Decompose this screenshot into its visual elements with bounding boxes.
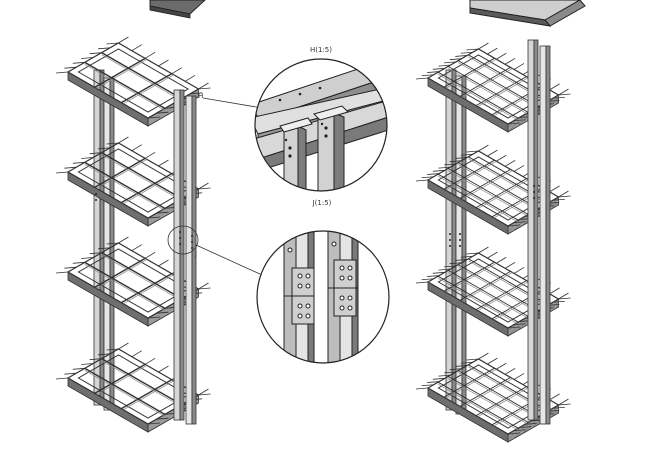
left-platform-1 — [55, 36, 211, 127]
bolt-icon — [191, 247, 193, 249]
detail-h-view — [254, 58, 388, 192]
bolt-icon — [459, 239, 461, 241]
right-post-front-2 — [539, 45, 551, 425]
right-column-frame — [415, 39, 571, 443]
bolt-icon — [347, 295, 353, 301]
bolt-icon — [459, 245, 461, 247]
bolt-icon — [339, 305, 345, 311]
bolt-icon — [533, 197, 535, 199]
bolt-icon — [297, 283, 303, 289]
bolt-icon — [533, 191, 535, 193]
bolt-icon — [305, 283, 311, 289]
right-platform-4 — [415, 352, 571, 443]
bolt-icon — [287, 247, 293, 253]
left-column-frame — [55, 36, 211, 433]
callout-j-label: J — [194, 250, 197, 258]
detail-h-title: H(1:5) — [310, 46, 332, 54]
callout-j-circle — [167, 225, 263, 276]
bolt-icon — [297, 303, 303, 309]
bolt-icon — [179, 231, 181, 233]
top-slab-right — [469, 0, 586, 27]
bolt-icon — [331, 241, 337, 247]
bolt-icon — [347, 275, 353, 281]
bolt-icon — [95, 199, 97, 201]
detail-j-view — [256, 230, 390, 364]
bolt-icon — [179, 243, 181, 245]
bolt-icon — [533, 185, 535, 187]
bolt-icon — [179, 237, 181, 239]
bolt-icon — [305, 273, 311, 279]
bolt-icon — [449, 233, 451, 235]
right-post-front — [527, 39, 539, 421]
bolt-icon — [95, 193, 97, 195]
bolt-icon — [339, 265, 345, 271]
bolt-icon — [305, 313, 311, 319]
callout-h-leader — [202, 97, 263, 109]
bolt-icon — [347, 265, 353, 271]
bolt-icon — [297, 313, 303, 319]
top-slab-left — [149, 0, 206, 19]
bolt-icon — [347, 305, 353, 311]
detail-j-title: J(1:5) — [312, 199, 332, 207]
left-post-front-2 — [185, 95, 197, 425]
bolt-icon — [339, 295, 345, 301]
bolt-icon — [459, 233, 461, 235]
bolt-icon — [191, 241, 193, 243]
bolt-icon — [191, 235, 193, 237]
bolt-icon — [297, 273, 303, 279]
bolt-icon — [305, 303, 311, 309]
left-post-front — [173, 89, 185, 421]
callout-h-label: H — [198, 92, 203, 100]
bolt-icon — [449, 239, 451, 241]
bolt-icon — [449, 245, 451, 247]
bolt-icon — [339, 275, 345, 281]
